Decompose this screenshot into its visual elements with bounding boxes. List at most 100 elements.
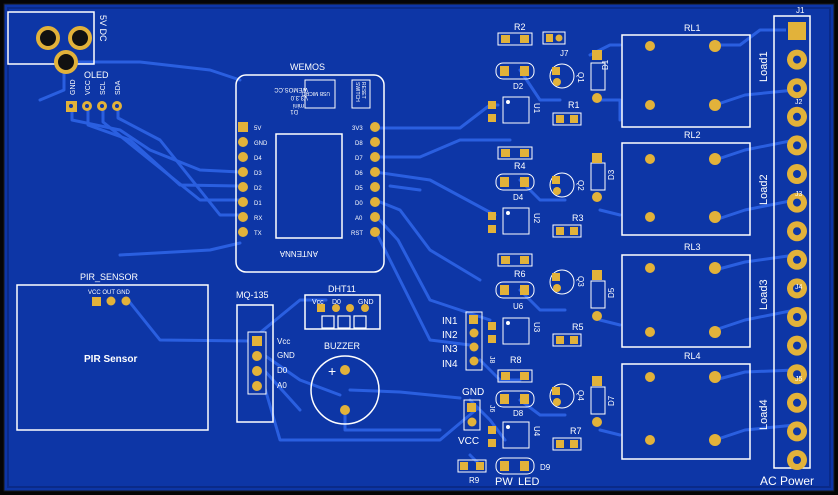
dht11-title: DHT11 xyxy=(328,284,356,294)
wemos-pin-d5: D5 xyxy=(355,186,363,192)
dht11-sensor: DHT11 Vcc D0 GND xyxy=(304,284,381,330)
r9-label: R9 xyxy=(469,476,480,485)
terminal-pad-hole xyxy=(793,456,801,464)
oled-pin-vcc: VCC xyxy=(85,80,92,95)
pir-body: PIR Sensor xyxy=(84,354,137,365)
dht11-pin-d0: D0 xyxy=(332,299,341,306)
wemos-pin-d2: D2 xyxy=(254,186,262,192)
relay1-q: Q1 xyxy=(576,72,585,83)
terminal-pad-hole xyxy=(793,398,801,407)
wemos-pin-d3: D3 xyxy=(254,171,262,177)
oled-pin-sda: SDA xyxy=(115,80,122,95)
buzzer-title: BUZZER xyxy=(324,341,361,351)
relay2-r-top: R4 xyxy=(514,161,526,171)
relay4-label: RL4 xyxy=(684,351,701,361)
gnd-label: GND xyxy=(462,387,484,398)
relay2-load: Load2 xyxy=(758,174,770,205)
wemos-usb: USB MICRO xyxy=(302,90,330,96)
relay2-led: D4 xyxy=(513,193,524,202)
mq135-title: MQ-135 xyxy=(236,290,269,300)
mq135-sensor: MQ-135 Vcc GND D0 A0 xyxy=(236,290,295,423)
relay4-u: U4 xyxy=(532,426,541,437)
pir-pins: VCC OUT GND xyxy=(88,290,131,296)
wemos-line1: D1 xyxy=(290,108,298,114)
relay-section-4: R8 D8 U4 Q4 R7 D7 RL4 Load4 xyxy=(488,351,770,460)
relay4-diode: D7 xyxy=(607,395,616,406)
wemos-pin-3v3: 3V3 xyxy=(352,126,363,132)
vcc-label: VCC xyxy=(458,436,479,447)
in4-label: IN4 xyxy=(442,359,458,370)
relay3-diode: D5 xyxy=(607,287,616,298)
wemos-line2: mini xyxy=(293,102,304,108)
relay3-u: U3 xyxy=(532,322,541,333)
mq135-pin-d0: D0 xyxy=(277,366,288,375)
wemos-title: WEMOS xyxy=(290,62,325,72)
relay2-u: U2 xyxy=(532,213,541,224)
in3-label: IN3 xyxy=(442,344,458,355)
terminal-pad-hole xyxy=(793,427,801,436)
terminal-pad-hole xyxy=(793,341,801,350)
wemos-pin-d7: D7 xyxy=(355,156,363,162)
pir-title: PIR_SENSOR xyxy=(80,272,139,282)
relay1-diode: D1 xyxy=(601,59,610,70)
pw-led: R9 PW LED D9 xyxy=(457,457,551,488)
wemos-pin-a0: A0 xyxy=(355,216,363,222)
buzzer: BUZZER + xyxy=(310,341,380,425)
power-jack-label: 5V DC xyxy=(98,15,108,42)
relay2-r-side: R3 xyxy=(572,213,584,223)
mq135-pin-vcc: Vcc xyxy=(277,337,290,346)
in1-label: IN1 xyxy=(442,316,458,327)
terminal-pad-hole xyxy=(793,141,801,150)
dht11-pin-gnd: GND xyxy=(358,299,374,306)
wemos-pin-d1: D1 xyxy=(254,201,262,207)
relay1-r-side: R1 xyxy=(568,100,580,110)
terminal-pad-hole xyxy=(793,112,801,121)
terminal-pad-hole xyxy=(793,313,801,321)
relay-section-3: R6 U6 U3 Q3 R5 D5 RL3 Load3 xyxy=(488,242,770,348)
j1-label: J1 xyxy=(796,6,805,15)
j3-label: J3 xyxy=(795,191,803,198)
relay4-load: Load4 xyxy=(758,399,770,430)
terminal-pad-hole xyxy=(793,255,801,264)
terminal-pad-hole xyxy=(793,284,801,293)
wemos-pin-5v: 5V xyxy=(254,126,261,132)
wemos-pin-rst: RST xyxy=(351,231,363,237)
oled-header: OLED GND VCC SCL SDA xyxy=(66,70,122,112)
terminal-pad-hole xyxy=(793,55,801,64)
ac-terminal-block: J1 J2 J3 J4 J5 AC Power xyxy=(760,6,814,488)
terminal-pad-hole xyxy=(793,370,801,379)
relay2-diode: D3 xyxy=(607,169,616,180)
led-label: LED xyxy=(518,476,539,488)
terminal-pad-hole xyxy=(793,84,801,93)
terminal-pad-hole xyxy=(793,170,801,178)
wemos-pin-tx: TX xyxy=(254,231,262,237)
oled-title: OLED xyxy=(84,70,109,80)
relay4-led: D8 xyxy=(513,409,524,418)
relay3-load: Load3 xyxy=(758,279,770,310)
j4-label: J4 xyxy=(795,284,803,291)
gnd-vcc-header: GND J6 VCC xyxy=(458,387,495,447)
ac-power-label: AC Power xyxy=(760,474,814,488)
terminal-pad-hole xyxy=(793,227,801,236)
pir-sensor: PIR_SENSOR VCC OUT GND PIR Sensor xyxy=(16,272,209,431)
wemos-switch: SWITCH xyxy=(354,82,360,102)
relay1-label: RL1 xyxy=(684,23,701,33)
wemos-pin-rx: RX xyxy=(254,216,262,222)
wemos-antenna: ANTENNA xyxy=(279,249,318,258)
j8-label: J8 xyxy=(488,356,495,364)
relay-section-2: R4 D4 U2 Q2 R3 D3 RL2 Load2 xyxy=(488,130,770,238)
terminal-pad-hole xyxy=(793,198,801,207)
oled-pin-gnd: GND xyxy=(70,79,77,95)
j7-label: J7 xyxy=(560,49,569,58)
relay4-r-top: R8 xyxy=(510,355,522,365)
j6-label: J6 xyxy=(488,405,495,413)
relay-section-1: R2 D2 U1 Q1 R1 D1 RL1 Load1 xyxy=(488,22,770,128)
relay3-q: Q3 xyxy=(576,276,585,287)
j7-header: J7 xyxy=(542,31,569,58)
in2-label: IN2 xyxy=(442,330,458,341)
j2-label: J2 xyxy=(795,99,803,106)
relay1-led: D2 xyxy=(513,82,524,91)
relay4-q: Q4 xyxy=(576,390,585,401)
j5-label: J5 xyxy=(795,376,803,383)
mq135-pin-a0: A0 xyxy=(277,381,287,390)
